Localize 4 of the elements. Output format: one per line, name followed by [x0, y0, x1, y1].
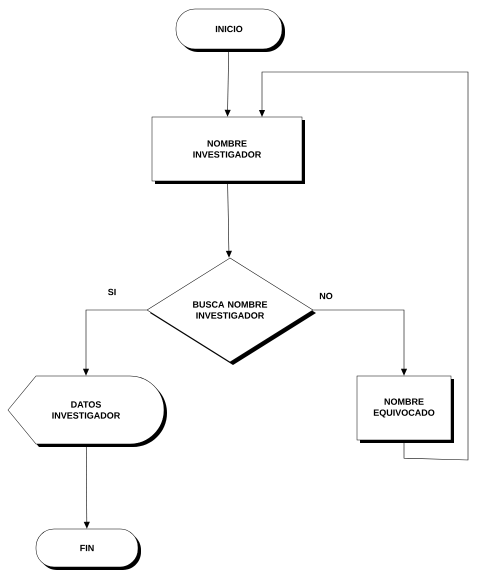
edge-label: SI [106, 288, 118, 296]
process-box: NOMBRE INVESTIGADOR [152, 116, 305, 184]
edge-label: NO [318, 292, 334, 300]
process-box: NOMBRE EQUIVOCADO [356, 376, 454, 443]
